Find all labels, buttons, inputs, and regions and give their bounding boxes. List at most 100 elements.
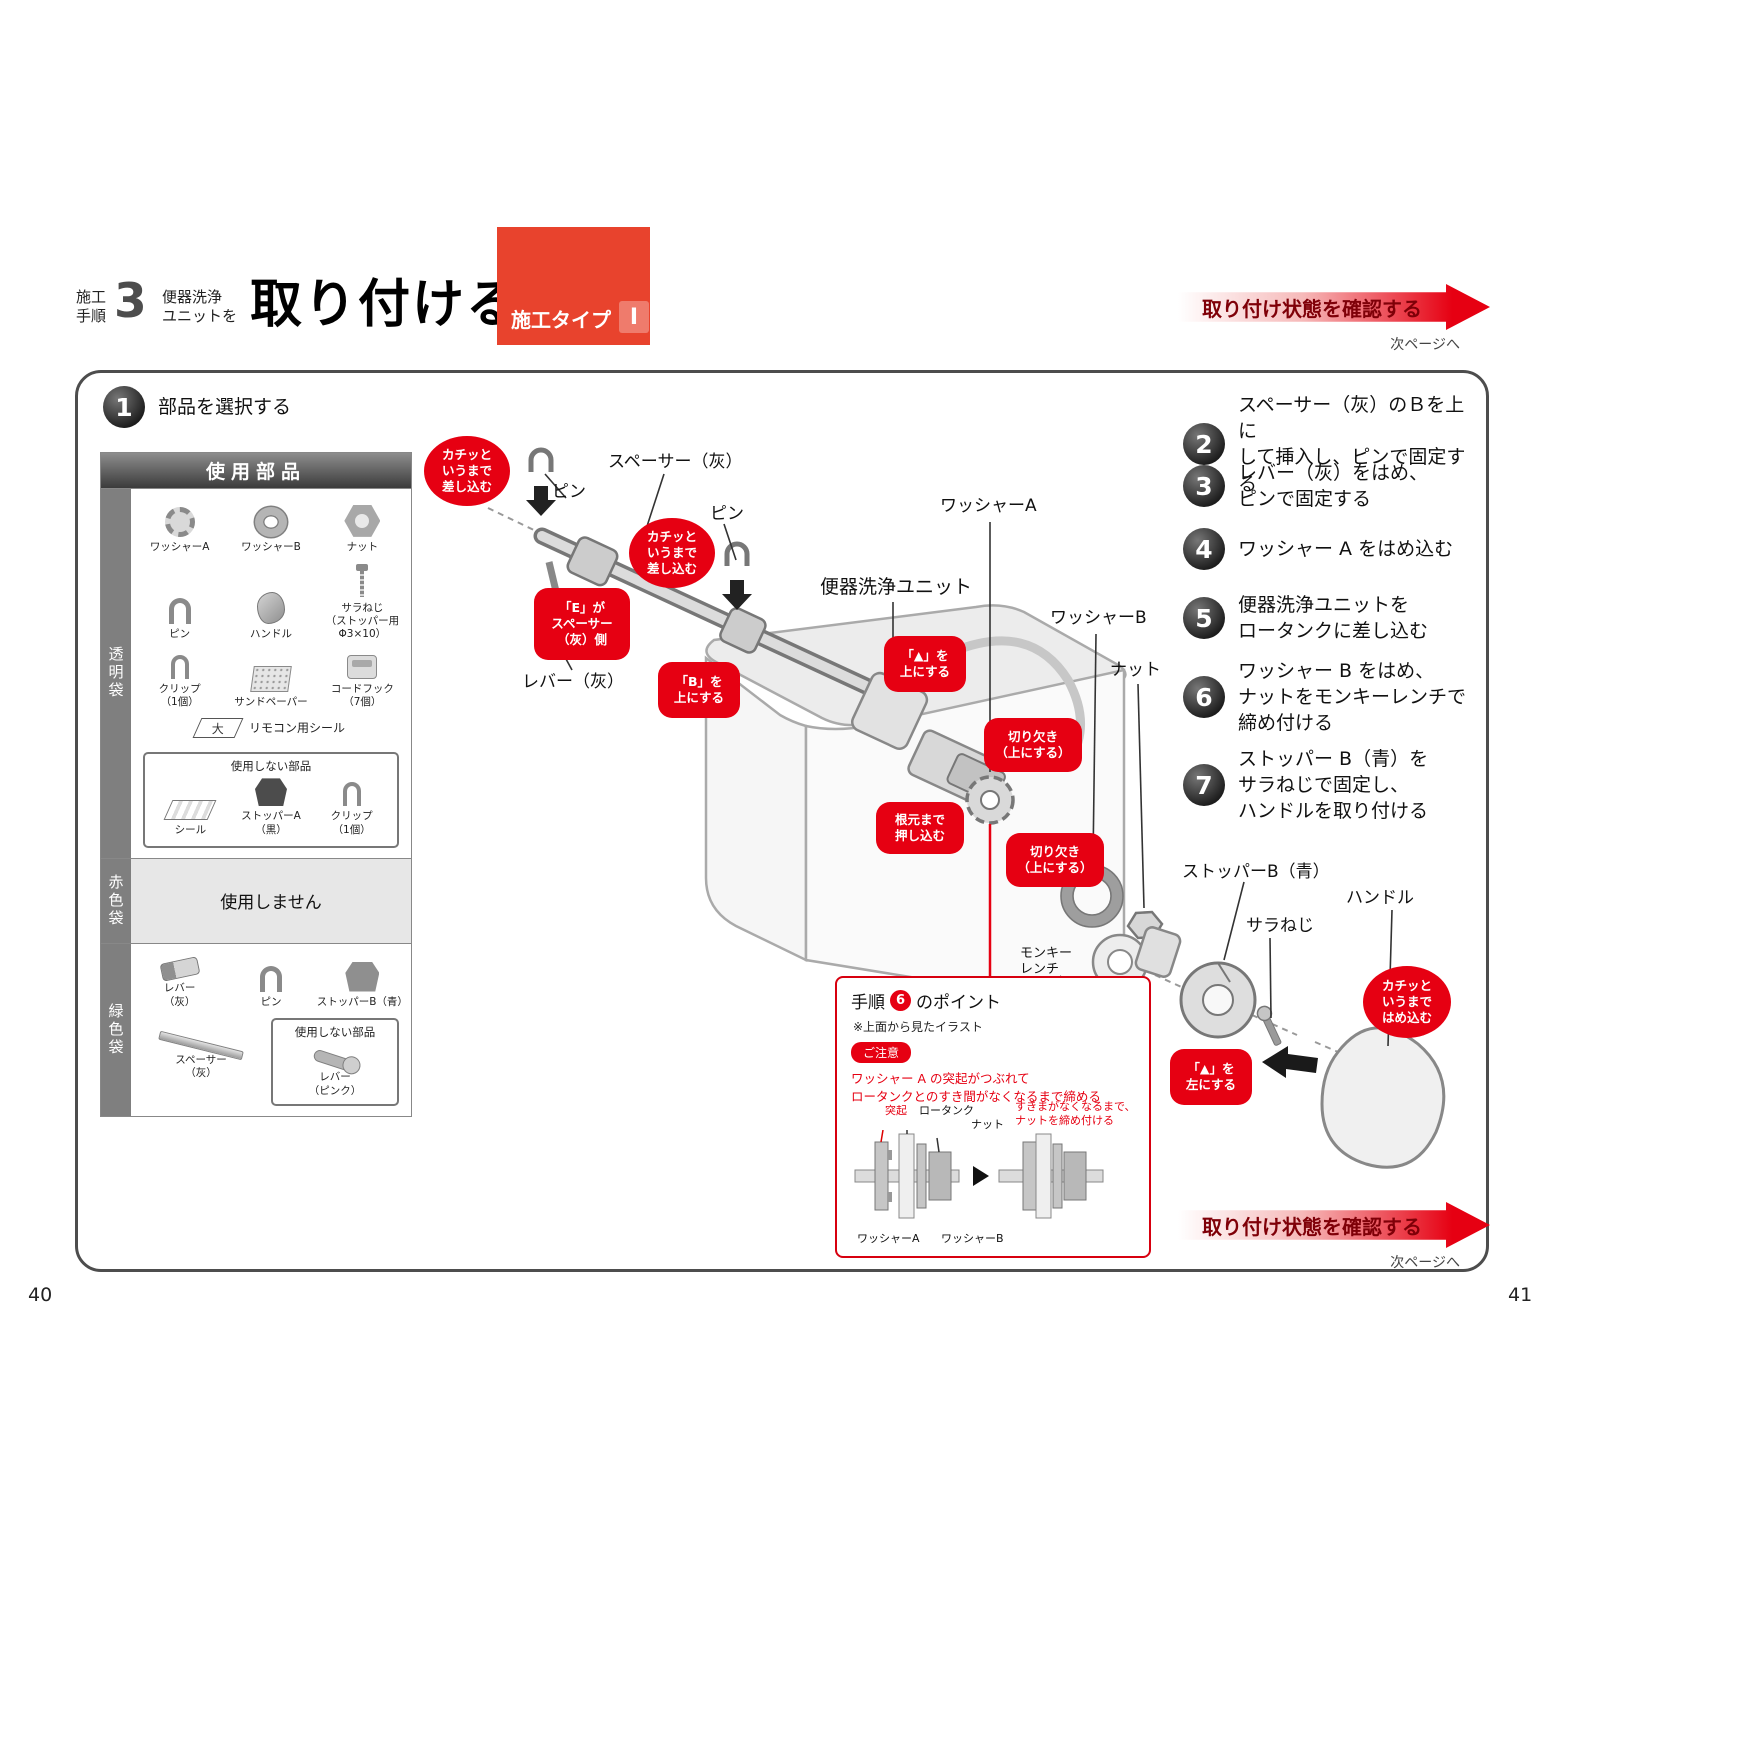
mini-label-washer-a: ワッシャーA: [857, 1232, 920, 1245]
step-4: 4 ワッシャー A をはめ込む: [1183, 528, 1483, 570]
part-clip: クリップ （1個）: [134, 651, 225, 709]
step-1-number: 1: [103, 386, 145, 428]
part-label: ストッパーB（青）: [316, 995, 408, 1008]
step-7: 7 ストッパー B（青）を サラねじで固定し、 ハンドルを取り付ける: [1183, 746, 1483, 825]
part-label: シール: [174, 823, 207, 836]
step-6-number: 6: [1183, 676, 1225, 719]
part-nut: ナット: [317, 496, 408, 554]
part-label: ハンドル: [249, 628, 292, 641]
part-pin: ピン: [134, 564, 225, 641]
point-box-note: ※上面から見たイラスト: [853, 1020, 983, 1034]
remote-seal-icon: 大: [192, 718, 244, 739]
callout-triangle-left: 「▲」を 左にする: [1170, 1049, 1252, 1105]
part-clip-unused: クリップ （1個）: [311, 778, 392, 836]
stopper-b-icon: [345, 961, 380, 992]
step-2-number: 2: [1183, 423, 1225, 466]
page-number-right: 41: [1508, 1284, 1533, 1306]
part-label: クリップ （1個）: [330, 810, 373, 836]
mini-label-tighten: すきまがなくなるまで、 ナットを締め付ける: [1015, 1100, 1136, 1127]
part-label: サラねじ （ストッパー用Φ3×10）: [325, 602, 400, 641]
step-6-text: ワッシャー B をはめ、 ナットをモンキーレンチで 締め付ける: [1238, 660, 1467, 735]
part-washer-a: ワッシャーA: [134, 496, 225, 554]
screw-icon: [356, 564, 369, 598]
label-nut: ナット: [1110, 660, 1161, 680]
caution-text: ワッシャー A の突起がつぶれて ロータンクとのすき間がなくなるまで締める: [851, 1071, 1101, 1105]
mini-label-washer-b: ワッシャーB: [941, 1232, 1004, 1245]
step-7-number: 7: [1183, 764, 1225, 807]
label-washing-unit: 便器洗浄ユニット: [820, 576, 973, 598]
unused-label: 使用しない部品: [294, 1024, 376, 1039]
mini-label-protrusion: 突起: [885, 1104, 907, 1117]
clear-bag-section: 透明袋 ワッシャーA ワッシャーB ナット: [101, 488, 411, 858]
next-page-note-bottom: 次ページへ: [1390, 1255, 1460, 1271]
green-bag-label: 緑色袋: [101, 943, 131, 1116]
red-bag-section: 赤色袋 使用しません: [101, 857, 411, 943]
washer-b-icon: [254, 506, 287, 537]
pin-icon: [259, 965, 282, 992]
part-label: ワッシャーA: [149, 540, 210, 553]
part-handle: ハンドル: [225, 564, 316, 641]
callout-notch-up-2: 切り欠き （上にする）: [1006, 833, 1104, 887]
label-pin-1: ピン: [552, 482, 586, 502]
point-box-title: 手順 6 のポイント: [851, 988, 1001, 1013]
procedure-label: 施工 手順: [76, 288, 107, 325]
callout-push-to-base: 根元まで 押し込む: [876, 802, 964, 854]
part-lever-gray: レバー （灰）: [134, 951, 225, 1009]
part-lever-pink-unused: レバー （ピンク）: [275, 1042, 395, 1098]
part-label: レバー （ピンク）: [308, 1071, 362, 1097]
part-label: ピン: [260, 995, 282, 1008]
label-handle: ハンドル: [1346, 888, 1414, 908]
step-6-badge: 6: [890, 990, 911, 1011]
part-flat-screw: サラねじ （ストッパー用Φ3×10）: [317, 564, 408, 641]
label-monkey-wrench: モンキー レンチ: [1020, 946, 1073, 977]
point-box-title-prefix: 手順: [851, 993, 885, 1013]
step-2: 2 スペーサー（灰）のＢを上に して挿入し、ピンで固定する: [1183, 392, 1483, 497]
parts-table-header: 使用部品: [101, 453, 411, 488]
callout-triangle-up: 「▲」を 上にする: [884, 636, 966, 692]
step-1-text: 部品を選択する: [158, 395, 292, 418]
part-cord-hook: コードフック （7個）: [317, 651, 408, 709]
clear-unused-box: 使用しない部品 シール ストッパーA（黒） クリップ （1個）: [143, 752, 399, 848]
cord-hook-icon: [347, 655, 378, 680]
callout-click-insert-1: カチッと いうまで 差し込む: [424, 436, 510, 506]
next-page-note-top: 次ページへ: [1390, 337, 1460, 353]
step-3-text: レバー（灰）をはめ、 ピンで固定する: [1238, 462, 1429, 511]
part-label: リモコン用シール: [248, 720, 345, 735]
step-5-text: 便器洗浄ユニットを ロータンクに差し込む: [1238, 594, 1429, 643]
step-5: 5 便器洗浄ユニットを ロータンクに差し込む: [1183, 592, 1483, 644]
part-label: コードフック （7個）: [330, 683, 394, 709]
point-box-title-suffix: のポイント: [916, 993, 1001, 1013]
callout-click-insert-2: カチッと いうまで 差し込む: [629, 518, 715, 588]
part-seal-unused: シール: [150, 778, 231, 836]
step-1: 1 部品を選択する: [103, 386, 403, 428]
green-bag-section: 緑色袋 レバー （灰） ピン ストッパーB（青）: [101, 942, 411, 1116]
clear-bag-label: 透明袋: [101, 489, 131, 858]
part-spacer-gray: スペーサー （灰）: [135, 1018, 267, 1104]
lever-icon: [159, 956, 201, 983]
step-2-text: スペーサー（灰）のＢを上に して挿入し、ピンで固定する: [1238, 394, 1466, 495]
step-6: 6 ワッシャー B をはめ、 ナットをモンキーレンチで 締め付ける: [1183, 658, 1483, 737]
clip-icon: [342, 782, 361, 807]
mini-label-tank: ロータンク: [919, 1104, 974, 1117]
part-stopper-a-unused: ストッパーA（黒）: [231, 778, 312, 836]
label-spacer-gray: スペーサー（灰）: [608, 452, 743, 472]
part-label: ストッパーA（黒）: [241, 810, 301, 836]
part-label: ナット: [346, 540, 379, 553]
handle-icon: [256, 592, 285, 625]
construction-type-label: 施工タイプ: [511, 308, 611, 332]
callout-e-side: 「E」が スペーサー （灰）側: [534, 588, 630, 660]
caution-badge: ご注意: [851, 1042, 912, 1063]
step-5-number: 5: [1183, 597, 1225, 640]
part-label: サンドペーパー: [234, 696, 308, 709]
part-stopper-b: ストッパーB（青）: [317, 951, 408, 1009]
part-label: ワッシャーB: [241, 540, 301, 553]
label-lever-gray: レバー（灰）: [522, 672, 624, 692]
step-7-text: ストッパー B（青）を サラねじで固定し、 ハンドルを取り付ける: [1238, 748, 1429, 823]
green-unused-box: 使用しない部品 レバー （ピンク）: [271, 1017, 399, 1106]
page-number-left: 40: [28, 1284, 53, 1306]
procedure-number: 3: [114, 274, 147, 329]
label-flat-screw: サラねじ: [1246, 916, 1314, 936]
label-stopper-b: ストッパーB（青）: [1182, 862, 1330, 882]
target-label: 便器洗浄 ユニットを: [162, 288, 238, 325]
part-sandpaper: サンドペーパー: [225, 651, 316, 709]
